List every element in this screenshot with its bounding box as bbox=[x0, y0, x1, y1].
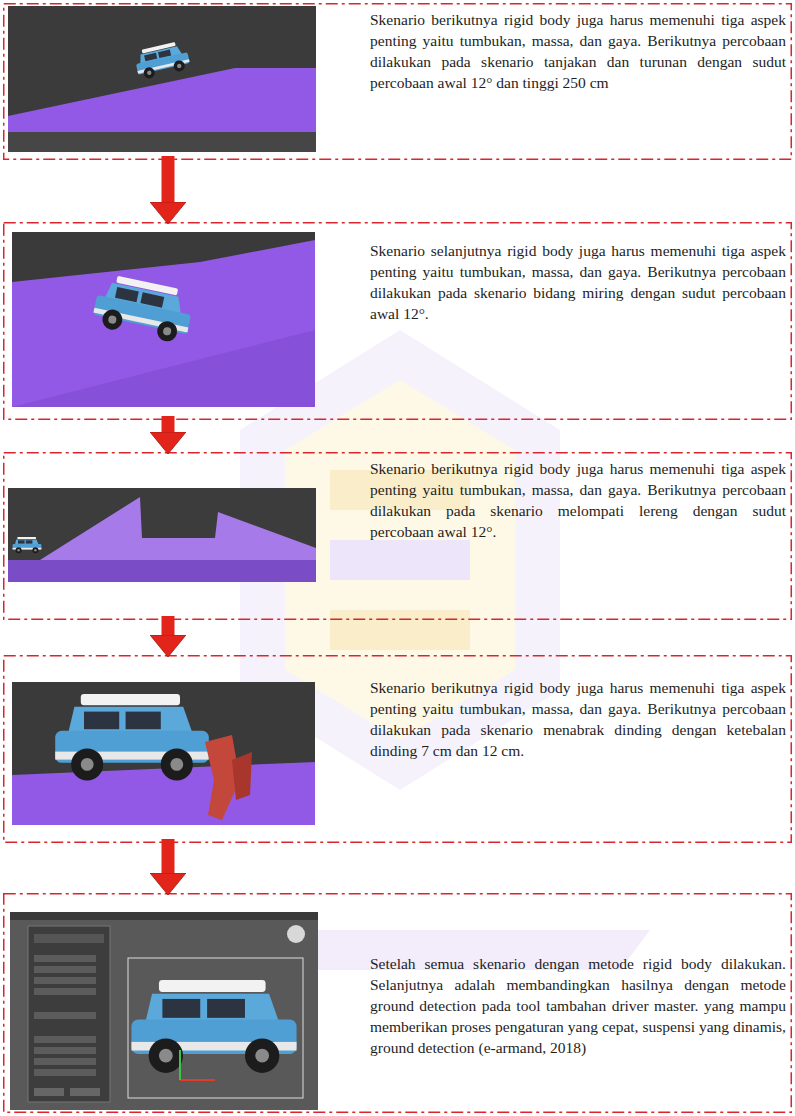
watermark-bar bbox=[330, 540, 470, 580]
dash-dot-outline bbox=[4, 453, 792, 620]
dash-dot-outline bbox=[4, 223, 792, 420]
slope-surface bbox=[8, 68, 316, 132]
gizmo-axis bbox=[180, 1079, 215, 1081]
dash-dot-outline bbox=[4, 656, 792, 843]
flow-arrow bbox=[162, 416, 175, 432]
flow-arrow bbox=[162, 839, 175, 873]
panel-row bbox=[34, 988, 96, 995]
viewcube-icon bbox=[287, 925, 305, 943]
wall-fragment bbox=[232, 752, 252, 800]
panel-row bbox=[34, 1036, 96, 1043]
inclined-plane bbox=[12, 240, 315, 407]
panel-row bbox=[34, 955, 96, 962]
car bbox=[91, 272, 196, 345]
render-background bbox=[8, 6, 316, 152]
ground-strip bbox=[8, 132, 316, 152]
panel-row bbox=[34, 1012, 96, 1019]
panel-row bbox=[34, 966, 96, 973]
car bbox=[131, 980, 296, 1073]
dash-dot-outline bbox=[4, 894, 792, 1113]
scenario-panel: Skenario berikutnya rigid body juga haru… bbox=[3, 3, 792, 160]
description-text: Setelah semua skenario dengan metode rig… bbox=[370, 953, 786, 1058]
panel-row bbox=[34, 1069, 96, 1076]
panel-row bbox=[34, 1058, 96, 1065]
panel-button bbox=[34, 1088, 64, 1096]
render-background bbox=[8, 488, 316, 582]
scenario-panel: Setelah semua skenario dengan metode rig… bbox=[3, 893, 792, 1113]
watermark-logo bbox=[150, 330, 650, 970]
selection-box bbox=[128, 958, 303, 1098]
scenario-panel: Skenario selanjutnya rigid body juga har… bbox=[3, 222, 792, 420]
flow-arrow bbox=[162, 156, 175, 202]
description-text: Skenario berikutnya rigid body juga haru… bbox=[370, 458, 786, 542]
render-background bbox=[12, 682, 315, 825]
viewport-background bbox=[10, 912, 318, 1110]
ramp bbox=[40, 497, 316, 560]
description-text: Skenario berikutnya rigid body juga haru… bbox=[370, 9, 786, 93]
car bbox=[55, 694, 209, 780]
dash-dot-outline bbox=[4, 4, 792, 160]
panel-row bbox=[34, 977, 96, 984]
panel-row bbox=[34, 1047, 96, 1054]
description-text: Skenario selanjutnya rigid body juga har… bbox=[370, 240, 786, 324]
description-text: Skenario berikutnya rigid body juga haru… bbox=[370, 677, 786, 761]
render-background bbox=[12, 232, 315, 407]
gizmo-axis bbox=[179, 1050, 181, 1080]
panel-row bbox=[34, 934, 104, 943]
scenario-panel: Skenario berikutnya rigid body juga haru… bbox=[3, 452, 792, 620]
panel-button bbox=[70, 1088, 100, 1096]
ground-strip bbox=[8, 560, 316, 582]
watermark-bar bbox=[330, 610, 470, 650]
flow-arrow bbox=[162, 616, 175, 635]
car bbox=[13, 537, 42, 553]
viewport-titlebar bbox=[10, 912, 318, 920]
scenario-panel: Skenario berikutnya rigid body juga haru… bbox=[3, 655, 792, 843]
plane-shade bbox=[12, 330, 315, 407]
tool-panel bbox=[28, 926, 110, 1102]
car bbox=[133, 40, 191, 81]
